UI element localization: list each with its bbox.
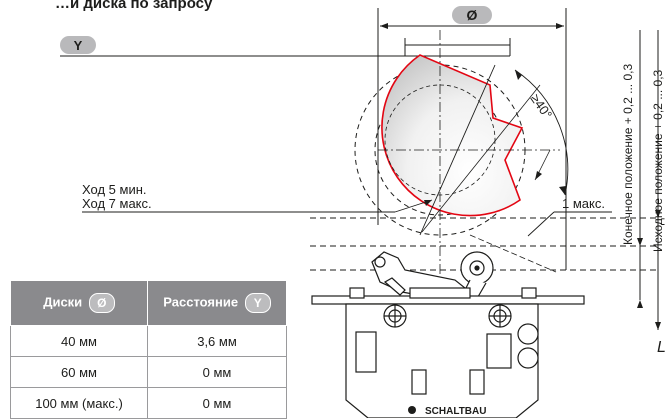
- brand-logo-icon: [408, 406, 416, 414]
- table-row: 60 мм 0 мм: [10, 356, 287, 388]
- table-cell-disk: 60 мм: [10, 356, 148, 388]
- stroke-min-label: Ход 5 мин.: [82, 182, 147, 197]
- header-disks: Диски Ø: [10, 280, 148, 326]
- right-edge-label: L: [657, 339, 666, 356]
- header-distance-badge: Y: [244, 293, 271, 313]
- table-header-row: Диски Ø Расстояние Y: [10, 280, 287, 326]
- header-distance: Расстояние Y: [147, 280, 287, 326]
- stroke-leader: [82, 199, 433, 213]
- distance-badge: Y: [60, 36, 96, 54]
- actuator-disc: [354, 30, 569, 415]
- diameter-badge: Ø: [452, 6, 492, 24]
- switch-housing: [311, 287, 585, 418]
- position-dimensions: [637, 30, 661, 330]
- table-cell-disk: 100 мм (макс.): [10, 387, 148, 419]
- distance-table: Диски Ø Расстояние Y 40 мм 3,6 мм 60 мм …: [10, 280, 287, 419]
- table-cell-distance: 3,6 мм: [147, 325, 287, 357]
- initial-position-label: Исходное положение + 0,2 ... 0,3: [651, 69, 665, 252]
- lever-arm: [371, 251, 472, 299]
- brand-label: SCHALTBAU: [425, 406, 486, 417]
- table-cell-disk: 40 мм: [10, 325, 148, 357]
- table-row: 100 мм (макс.) 0 мм: [10, 387, 287, 419]
- one-max-leader: [527, 211, 612, 237]
- angle-label: ≥40°: [528, 91, 556, 122]
- table-row: 40 мм 3,6 мм: [10, 325, 287, 357]
- table-cell-distance: 0 мм: [147, 356, 287, 388]
- diameter-symbol: Ø: [467, 7, 478, 23]
- final-position-label: Конечное положение + 0,2 ... 0,3: [621, 64, 635, 245]
- table-cell-distance: 0 мм: [147, 387, 287, 419]
- stroke-max-label: Ход 7 макс.: [82, 196, 152, 211]
- disc-body: [381, 54, 524, 217]
- distance-symbol: Y: [74, 38, 83, 53]
- header-distance-label: Расстояние: [163, 294, 239, 310]
- header-disks-label: Диски: [43, 294, 83, 310]
- title: …и диска по запросу: [55, 0, 213, 12]
- one-max-label: 1 макс.: [562, 196, 605, 211]
- diameter-dimension: [377, 8, 567, 270]
- header-diameter-badge: Ø: [88, 293, 115, 313]
